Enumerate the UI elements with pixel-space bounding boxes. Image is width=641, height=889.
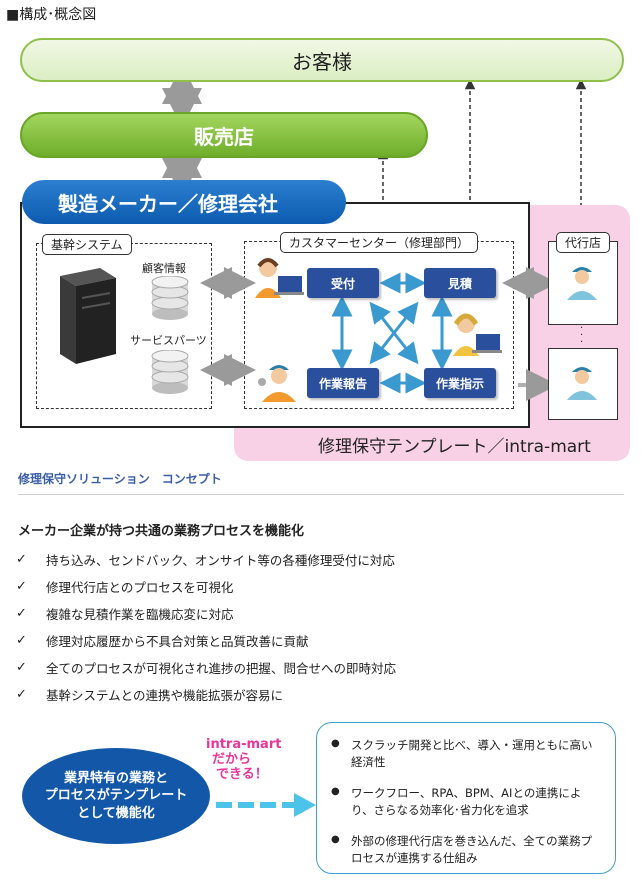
feature-list: ✓持ち込み、センドバック、オンサイト等の各種修理受付に対応 ✓修理代行店とのプロ… [16, 546, 626, 708]
operator-icon [255, 258, 304, 298]
task-estimate: 見積 [424, 268, 496, 298]
check-icon: ✓ [16, 606, 27, 621]
bullet-icon: ● [331, 834, 340, 845]
list-item: ✓持ち込み、センドバック、オンサイト等の各種修理受付に対応 [16, 552, 395, 568]
agency-box-2 [548, 348, 618, 420]
concept-heading: メーカー企業が持つ共通の業務プロセスを機能化 [18, 524, 305, 539]
worker-icon [258, 365, 296, 402]
db2-label: サービスパーツ [130, 334, 207, 347]
list-item: ●スクラッチ開発と比べ、導入・運用ともに高い経済性 [331, 738, 593, 769]
customer-node: お客様 [20, 38, 624, 82]
bullet-icon: ● [331, 786, 340, 797]
check-icon: ✓ [16, 660, 27, 675]
check-icon: ✓ [16, 633, 27, 648]
list-item: ●ワークフロー、RPA、BPM、AIとの連携により、さらなる効率化･省力化を追求 [331, 786, 582, 817]
task-reception: 受付 [307, 268, 379, 298]
operator-icon [453, 313, 502, 356]
maker-node: 製造メーカー／修理会社 [22, 180, 346, 224]
template-label: 修理保守テンプレート／intra-mart [318, 437, 591, 457]
arrow-right-icon [216, 793, 316, 817]
task-instruction: 作業指示 [424, 368, 496, 398]
benefits-box: ●スクラッチ開発と比べ、導入・運用ともに高い経済性 ●ワークフロー、RPA、BP… [316, 722, 616, 874]
intra-mart-callout: intra-mart だから できる！ [206, 737, 282, 782]
check-icon: ✓ [16, 579, 27, 594]
sales-shop-node: 販売店 [20, 112, 428, 158]
solution-title: 修理保守ソリューション コンセプト [18, 472, 222, 486]
list-item: ●外部の修理代行店を巻き込んだ、全ての業務プロセスが連携する仕組み [331, 834, 593, 865]
list-item: ✓修理代行店とのプロセスを可視化 [16, 579, 234, 595]
more-dots: ··· [580, 323, 584, 348]
list-item: ✓全てのプロセスが可視化され進捗の把握、問合せへの即時対応 [16, 660, 397, 676]
database-icon [151, 350, 189, 394]
customer-center-label: カスタマーセンター（修理部門） [280, 232, 479, 253]
core-system-label: 基幹システム [42, 234, 132, 255]
list-item: ✓複雑な見積作業を臨機応変に対応 [16, 606, 234, 622]
check-icon: ✓ [16, 552, 27, 567]
worker-icon [567, 367, 597, 400]
server-icon [60, 268, 116, 364]
worker-icon [567, 267, 597, 300]
divider [18, 494, 624, 495]
bullet-icon: ● [331, 738, 340, 749]
page-title: ■構成･概念図 [6, 7, 97, 23]
template-oval: 業界特有の業務とプロセスがテンプレートとして機能化 [22, 748, 210, 844]
task-report: 作業報告 [307, 368, 379, 398]
list-item: ✓修理対応履歴から不具合対策と品質改善に貢献 [16, 633, 309, 649]
check-icon: ✓ [16, 687, 27, 702]
agency-label: 代行店 [556, 232, 611, 253]
database-icon [151, 276, 189, 320]
db1-label: 顧客情報 [142, 262, 186, 275]
list-item: ✓基幹システムとの連携や機能拡張が容易に [16, 687, 284, 703]
